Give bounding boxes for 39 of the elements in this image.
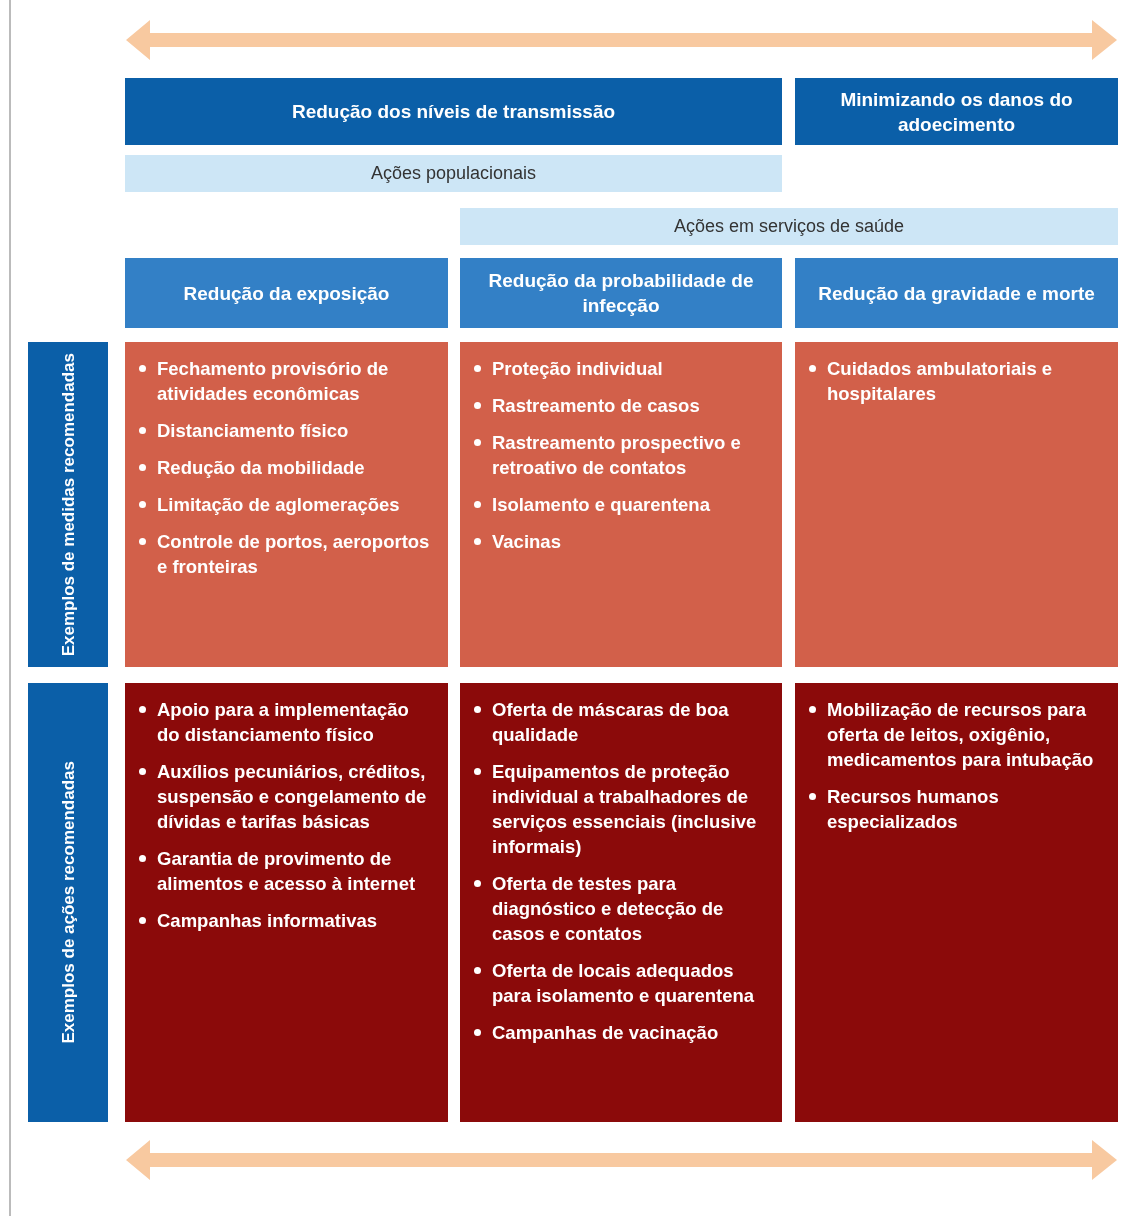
header-band: Minimizando os danos do adoecimento (795, 78, 1118, 145)
bullet-item: Isolamento e quarentena (470, 492, 770, 517)
actions-panel (795, 683, 1118, 1122)
bullet-item: Garantia de provimento de alimentos e acesso à internet (135, 846, 436, 896)
bullet-item: Proteção individual (470, 356, 770, 381)
bullet-item: Fechamento provisório de atividades econômicas (135, 356, 436, 406)
bullet-item: Rastreamento de casos (470, 393, 770, 418)
bullet-item: Controle de portos, aeroportos e fronteiras (135, 529, 436, 579)
bullet-item: Limitação de aglomerações (135, 492, 436, 517)
actions-panel (125, 683, 448, 1122)
measures-panel (125, 342, 448, 667)
row-header (28, 683, 108, 1122)
bullet-item: Mobilização de recursos para oferta de leitos, oxigênio, medicamentos para intubação (805, 697, 1106, 772)
bullet-item: Recursos humanos especializados (805, 784, 1106, 834)
bullet-item: Redução da mobilidade (135, 455, 436, 480)
row-label: Exemplos de ações recomendadas (57, 761, 79, 1044)
column-header: Redução da exposição (125, 258, 448, 328)
actions-panel (460, 683, 782, 1122)
section-band: Ações em serviços de saúde (460, 208, 1118, 245)
bullet-item: Apoio para a implementação do distanciamento físico (135, 697, 436, 747)
bullet-item: Cuidados ambulatoriais e hospitalares (805, 356, 1106, 406)
bullet-item: Campanhas de vacinação (470, 1020, 770, 1045)
bullet-item: Equipamentos de proteção individual a trabalhadores de serviços essenciais (inclusive informais) (470, 759, 770, 859)
bullet-item: Rastreamento prospectivo e retroativo de contatos (470, 430, 770, 480)
bullet-item: Campanhas informativas (135, 908, 436, 933)
column-header: Redução da gravidade e morte (795, 258, 1118, 328)
measures-panel (795, 342, 1118, 667)
bullet-item: Oferta de locais adequados para isolamento e quarentena (470, 958, 770, 1008)
bullet-item: Distanciamento físico (135, 418, 436, 443)
row-header (28, 342, 108, 667)
header-band: Redução dos níveis de transmissão (125, 78, 782, 145)
measures-panel (460, 342, 782, 667)
section-band: Ações populacionais (125, 155, 782, 192)
bullet-item: Oferta de testes para diagnóstico e detecção de casos e contatos (470, 871, 770, 946)
bullet-item: Vacinas (470, 529, 770, 554)
bullet-item: Auxílios pecuniários, créditos, suspensão e congelamento de dívidas e tarifas básicas (135, 759, 436, 834)
bullet-item: Oferta de máscaras de boa qualidade (470, 697, 770, 747)
row-label: Exemplos de medidas recomendadas (57, 352, 79, 657)
column-header: Redução da probabilidade de infecção (460, 258, 782, 328)
